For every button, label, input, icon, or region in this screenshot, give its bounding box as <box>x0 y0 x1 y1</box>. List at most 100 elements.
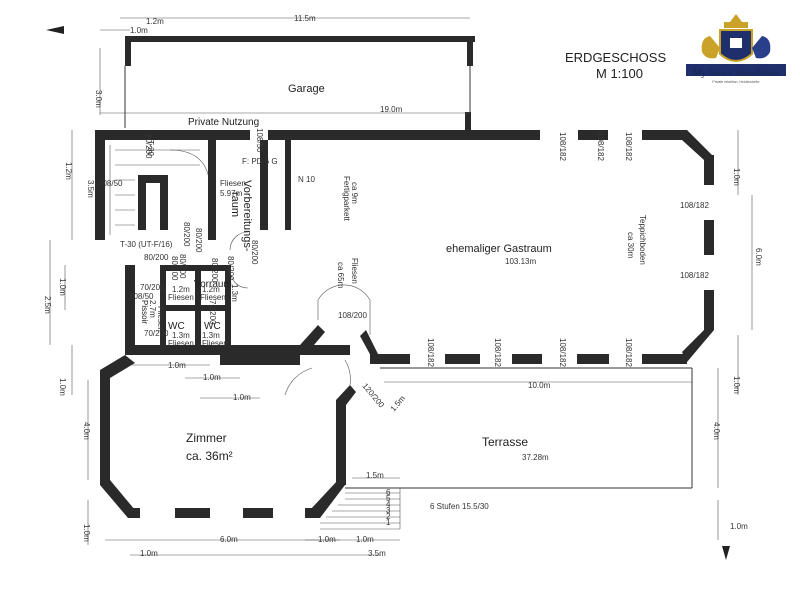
door-label: 120/200 <box>360 382 386 410</box>
room-terrasse: Terrasse <box>482 435 528 449</box>
door-label: 108/50 <box>98 179 123 188</box>
note-fertigparkett: Fertigparkett <box>342 176 351 222</box>
note-t30b: T-30 <box>146 140 155 157</box>
dim-right-1-0-b: 1.0m <box>732 376 741 394</box>
door-label: 108/200 <box>338 311 367 320</box>
dim-left-3-5: 3.5m <box>86 180 95 198</box>
note-fl-wc1: Fliesen <box>168 339 194 348</box>
door-label: 108/182 <box>558 338 567 367</box>
dim-mid-1-0-b: 1.0m <box>203 373 221 382</box>
door-label: 108/182 <box>624 132 633 161</box>
note-t30: T-30 (UT-F/16) <box>120 240 173 249</box>
dim-bottom-1-0-a: 1.0m <box>140 549 158 558</box>
room-preparation: Vorbereitungs- <box>241 180 253 252</box>
note-fliesen-mid-ca: ca 65m <box>336 262 345 289</box>
garage-wall-top <box>125 36 475 42</box>
room-wc-1: WC <box>168 321 185 332</box>
note-fl-v2: Fliesen <box>200 293 226 302</box>
door-label: 80/200 <box>194 228 203 253</box>
dim-terrace-10-0: 10.0m <box>528 381 551 390</box>
room-preparation-2: raum <box>229 192 241 217</box>
room-garage: Garage <box>288 83 325 95</box>
note-fl-v1: Fliesen <box>168 293 194 302</box>
wall-left-upper <box>95 130 105 240</box>
step-2: 2 <box>386 512 391 521</box>
note-stufen: 6 Stufen 15.5/30 <box>430 502 489 511</box>
note-a13b: 1.3m <box>202 331 220 340</box>
step-3: 3 <box>386 506 391 515</box>
door-label: 80/200 <box>226 256 235 281</box>
dim-right-6-0: 6.0m <box>754 248 763 266</box>
door-label: 108/182 <box>596 132 605 161</box>
dim-right-1-0-c: 1.0m <box>730 522 748 531</box>
note-fliesen-prep: Fliesen <box>220 179 246 188</box>
note-fpd: F: PD 6 G <box>242 157 278 166</box>
dim-garage-3-0: 3.0m <box>94 90 103 108</box>
door-label: 80/200 <box>178 254 187 279</box>
logo-crest-icon <box>686 14 786 76</box>
door-label: 108/182 <box>426 338 435 367</box>
garage-wall-left <box>125 36 131 66</box>
dim-top-11-5: 11.5m <box>294 14 316 23</box>
step-5: 5 <box>386 494 391 503</box>
dim-left-1-0: 1.0m <box>58 278 67 296</box>
wall-mid-horizontal <box>125 345 350 355</box>
step-4: 4 <box>386 500 391 509</box>
arrow-left-icon <box>46 26 64 34</box>
room-zimmer: Zimmer <box>186 431 227 445</box>
door-label: 70/200 <box>140 283 165 292</box>
note-fliesen-prep-area: 5.97m <box>220 189 243 198</box>
room-wc-2: WC <box>204 321 221 332</box>
dim-left-4-0: 4.0m <box>82 422 91 440</box>
dim-left-2-5: 2.5m <box>43 296 52 314</box>
dim-top-1-2: 1.2m <box>146 17 164 26</box>
note-fertigparkett-ca: ca 9m <box>350 182 359 204</box>
note-teppichboden-ca: ca 30m <box>626 232 635 259</box>
note-teppichboden: Teppichboden <box>638 215 647 265</box>
note-fl-pis: Fliesen <box>156 306 165 332</box>
plan-title: ERDGESCHOSS <box>565 50 666 65</box>
note-fliesen-mid: Fliesen <box>350 258 359 284</box>
dim-right-1-0-a: 1.0m <box>732 168 741 186</box>
room-guest-room: ehemaliger Gastraum <box>446 243 552 255</box>
door-label: 108/50 <box>255 128 264 153</box>
dim-right-4-0: 4.0m <box>712 422 721 440</box>
door-label: 80/200 <box>144 134 153 159</box>
logo-brand: My-Invest Immobilien <box>692 68 780 78</box>
plan-scale: M 1:100 <box>596 66 643 81</box>
door-label: 108/182 <box>493 338 502 367</box>
note-fl-wc2: Fliesen <box>202 339 228 348</box>
door-label: 80/200 <box>144 253 169 262</box>
dim-bottom-1-0-b: 1.0m <box>318 535 336 544</box>
dim-top-1-0: 1.0m <box>130 26 148 35</box>
dim-step-1-5: 1.5m <box>366 471 384 480</box>
logo-tagline: Private rebellion. Heidendorfer <box>712 80 760 84</box>
dim-bottom-1-0-c: 1.0m <box>356 535 374 544</box>
dim-door-1-5: 1.5m <box>389 394 408 414</box>
door-label: 80/200 <box>182 222 191 247</box>
note-a12b: 1.2m <box>202 285 220 294</box>
dim-mid-1-0-c: 1.0m <box>233 393 251 402</box>
note-a12a: 1.2m <box>172 285 190 294</box>
door-label: 80/200 <box>250 240 259 265</box>
dim-mid-1-0-a: 1.0m <box>168 361 186 370</box>
wall-top-left <box>95 130 250 140</box>
door-label: 70/200 <box>208 300 217 325</box>
dim-garage-19-0: 19.0m <box>380 105 403 114</box>
room-zimmer-area: ca. 36m² <box>186 449 233 463</box>
room-terrasse-area: 37.28m <box>522 453 549 462</box>
door-label: 108/182 <box>680 271 709 280</box>
dim-mid-1-3: 1.3m <box>230 284 239 302</box>
door-label: 70/200 <box>144 329 169 338</box>
door-label: 108/182 <box>558 132 567 161</box>
door-label: 108/182 <box>624 338 633 367</box>
dim-left-1-0-c: 1.0m <box>82 524 91 542</box>
label-private-use: Private Nutzung <box>188 117 259 128</box>
door-label: 80/200 <box>210 258 219 283</box>
room-guest-room-area: 103.13m <box>505 257 536 266</box>
dim-left-1-2: 1.2m <box>64 162 73 180</box>
note-a27: 2.7m <box>148 300 157 318</box>
dim-bottom-3-5: 3.5m <box>368 549 386 558</box>
